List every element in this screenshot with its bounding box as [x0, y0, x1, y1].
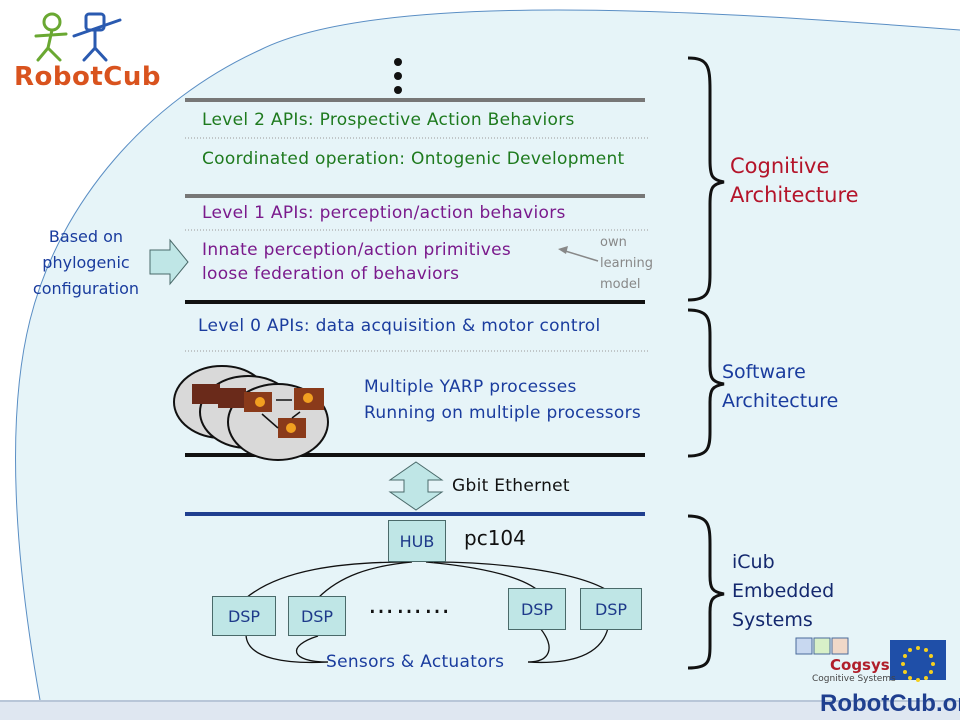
background-blob [0, 0, 960, 700]
cogsys-label: Cogsys [830, 656, 890, 674]
top-dot [394, 58, 402, 66]
background-cutout [0, 0, 960, 700]
cogsys-sublabel: Cognitive Systems [812, 674, 896, 684]
embedded-label: iCub Embedded Systems [732, 551, 835, 631]
dsp-box: DSP [580, 588, 642, 630]
dsp-box: DSP [508, 588, 566, 630]
ethernet-arrow [388, 461, 444, 511]
software-label: Software Architecture [722, 361, 839, 412]
site-label: RobotCub.org [820, 690, 960, 717]
pc104-label: pc104 [464, 526, 526, 550]
level1-line2: loose federation of behaviors [202, 264, 460, 284]
brace-embedded [687, 514, 725, 670]
hub-label: HUB [399, 531, 435, 551]
level2-title: Level 2 APIs: Prospective Action Behavio… [202, 110, 575, 130]
cognitive-label: Cognitive Architecture [730, 154, 859, 207]
level1-title: Level 1 APIs: perception/action behavior… [202, 203, 566, 223]
yarp-process-icon [173, 365, 329, 461]
top-dot [394, 86, 402, 94]
dsp-box: DSP [288, 596, 346, 636]
dsp-box: DSP [212, 596, 276, 636]
input-arrow [149, 238, 189, 286]
robotcub-figures-icon [34, 12, 122, 62]
own-learning-note: own learning model [600, 235, 654, 292]
dsp-ellipsis: ……… [368, 590, 452, 620]
brace-software [687, 308, 725, 458]
level2-subtitle: Coordinated operation: Ontogenic Develop… [202, 149, 625, 169]
level0-title: Level 0 APIs: data acquisition & motor c… [198, 316, 601, 336]
footer-bar [0, 700, 960, 720]
level1-line1: Innate perception/action primitives [202, 240, 512, 260]
sensors-label: Sensors & Actuators [326, 652, 505, 672]
brace-cognitive [687, 56, 725, 302]
based-on-note: Based on phylogenic configuration [32, 227, 140, 298]
cogsys-logo-icon [795, 637, 849, 655]
ethernet-label: Gbit Ethernet [452, 476, 570, 496]
robotcub-logo: RobotCub [14, 62, 161, 92]
yarp-line2: Running on multiple processors [364, 403, 642, 423]
yarp-line1: Multiple YARP processes [364, 377, 577, 397]
hub-box: HUB [388, 520, 446, 562]
top-dot [394, 72, 402, 80]
eu-flag-icon [890, 640, 946, 682]
